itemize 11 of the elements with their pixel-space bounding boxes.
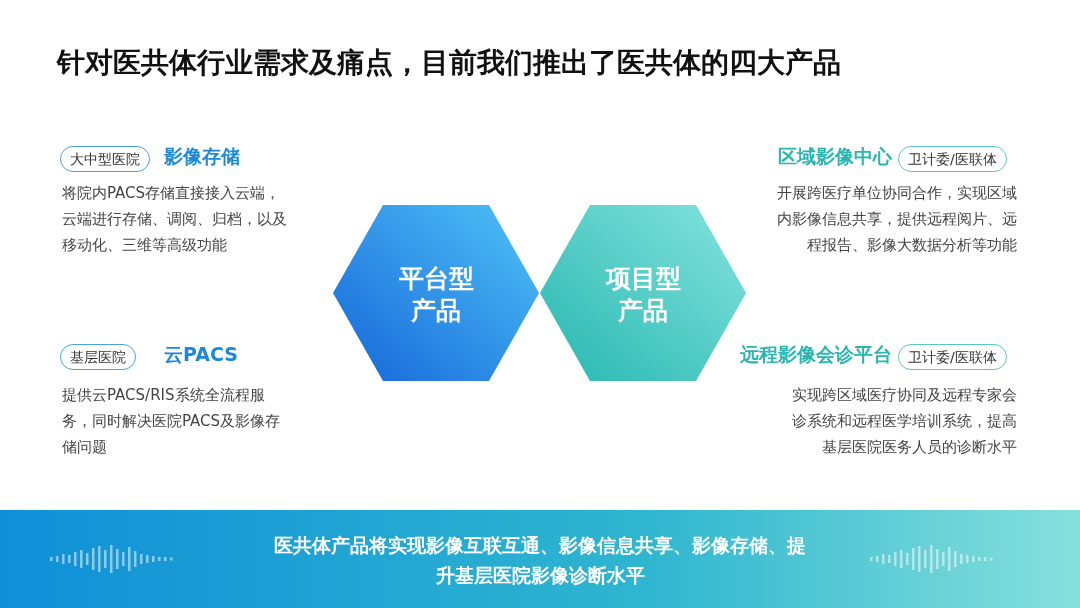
- footer-banner: [0, 510, 1080, 608]
- heading: 区域影像中心: [777, 144, 892, 169]
- title: 针对医共体行业需求及痛点，目前我们推出了医共体的四大产品: [57, 45, 841, 81]
- description-text: 实现跨区域医疗协同及远程专家会诊系统和远程医学培训系统，提高基层医院医务人员的诊断水平: [791, 385, 1017, 458]
- description-text: 提供云PACS/RIS系统全流程服务，同时解决医院PACS及影像存储问题: [62, 385, 282, 458]
- heading: 云PACS: [164, 342, 238, 367]
- banner-text: 医共体产品将实现影像互联互通、影像信息共享、影像存储、提升基层医院影像诊断水平: [273, 533, 807, 588]
- description-text: 将院内PACS存储直接接入云端，云端进行存储、调阅、归档，以及移动化、三维等高级功能: [62, 183, 288, 256]
- hexagon-shape: 平台型产品: [333, 205, 539, 381]
- heading: 影像存储: [164, 144, 240, 169]
- description-text: 开展跨医疗单位协同合作，实现区域内影像信息共享，提供远程阅片、远程报告、影像大数据分析等功能: [776, 183, 1017, 256]
